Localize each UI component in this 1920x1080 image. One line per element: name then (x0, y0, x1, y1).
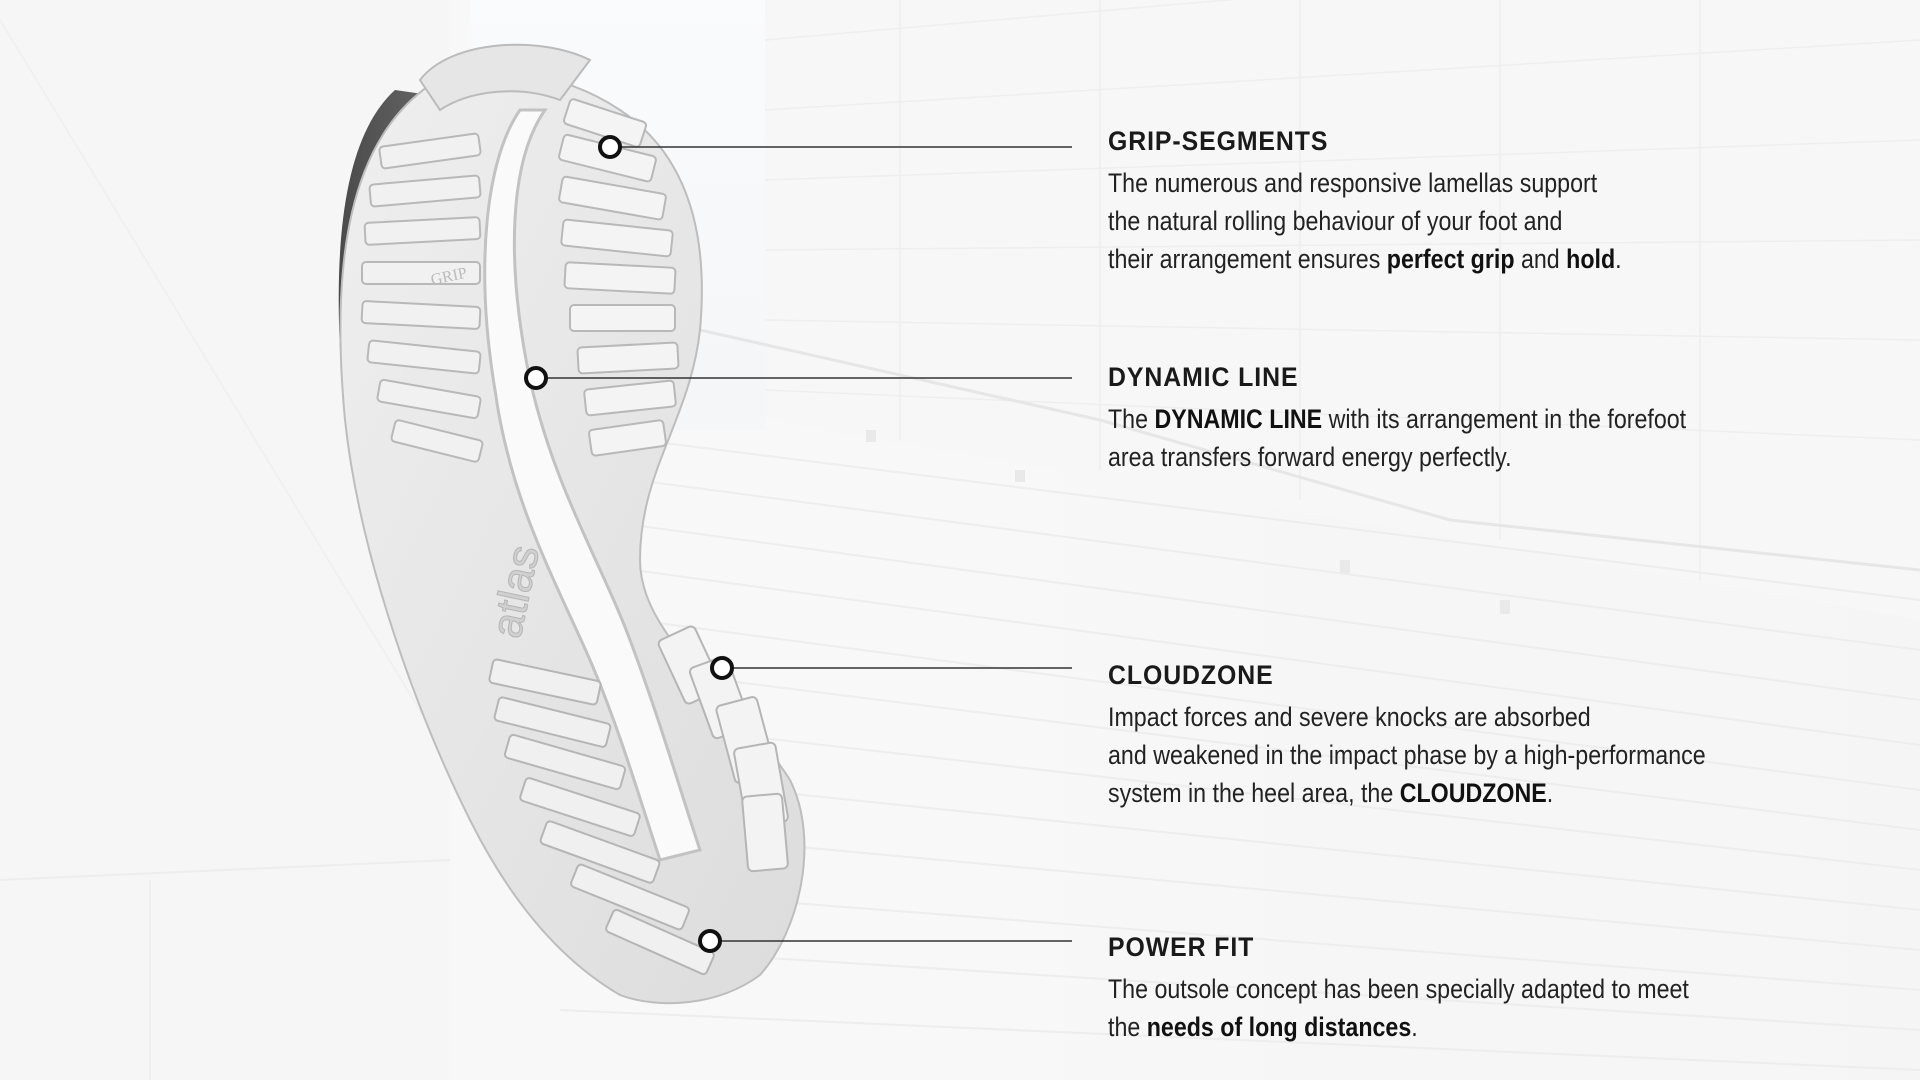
cloudzone-heel-lamellas (657, 625, 789, 873)
callout-body: The numerous and responsive lamellas sup… (1108, 164, 1868, 278)
callout-title: CLOUDZONE (1108, 660, 1274, 690)
body-text: Impact forces and severe knocks are abso… (1108, 702, 1591, 732)
body-text: with its arrangement in the forefoot (1322, 404, 1687, 434)
emphasis-text: CLOUDZONE (1399, 778, 1547, 808)
body-text: the natural rolling behaviour of your fo… (1108, 206, 1563, 236)
callout-title: DYNAMIC LINE (1108, 362, 1299, 392)
emphasis-text: hold (1566, 244, 1616, 274)
body-text: their arrangement ensures (1108, 244, 1387, 274)
callout-body-line: their arrangement ensures perfect grip a… (1108, 240, 1762, 278)
callout-body: The DYNAMIC LINE with its arrangement in… (1108, 400, 1868, 476)
callout-body-line: The numerous and responsive lamellas sup… (1108, 164, 1762, 202)
callout-body: Impact forces and severe knocks are abso… (1108, 698, 1868, 812)
callout-body-line: Impact forces and severe knocks are abso… (1108, 698, 1762, 736)
callout-body-line: system in the heel area, the CLOUDZONE. (1108, 774, 1762, 812)
callout-power-fit: POWER FIT The outsole concept has been s… (1108, 930, 1868, 1046)
body-text: The numerous and responsive lamellas sup… (1108, 168, 1598, 198)
body-text: the (1108, 1012, 1147, 1042)
emphasis-text: perfect grip (1386, 244, 1515, 274)
callout-body-line: The outsole concept has been specially a… (1108, 970, 1762, 1008)
body-text: and weakened in the impact phase by a hi… (1108, 740, 1706, 770)
callout-body-line: the needs of long distances. (1108, 1008, 1762, 1046)
callout-body-line: and weakened in the impact phase by a hi… (1108, 736, 1762, 774)
grip-lamellas-inner (360, 132, 484, 463)
callout-dynamic-line: DYNAMIC LINE The DYNAMIC LINE with its a… (1108, 360, 1868, 476)
callout-grip-segments: GRIP-SEGMENTS The numerous and responsiv… (1108, 124, 1868, 278)
callout-title: GRIP-SEGMENTS (1108, 126, 1329, 156)
callout-body-line: The DYNAMIC LINE with its arrangement in… (1108, 400, 1762, 438)
emphasis-text: needs of long distances (1146, 1012, 1412, 1042)
callout-cloudzone: CLOUDZONE Impact forces and severe knock… (1108, 658, 1868, 812)
body-text: . (1615, 244, 1622, 274)
body-text: area transfers forward energy perfectly. (1108, 442, 1512, 472)
body-text: The outsole concept has been specially a… (1108, 974, 1689, 1004)
body-text: system in the heel area, the (1108, 778, 1400, 808)
power-fit-heel-lamellas (488, 658, 715, 976)
body-text: The (1108, 404, 1155, 434)
body-text: . (1546, 778, 1554, 808)
body-text: . (1411, 1012, 1418, 1042)
callout-body-line: the natural rolling behaviour of your fo… (1108, 202, 1762, 240)
callout-body: The outsole concept has been specially a… (1108, 970, 1868, 1046)
body-text: and (1514, 244, 1567, 274)
emphasis-text: DYNAMIC LINE (1154, 404, 1323, 434)
callout-body-line: area transfers forward energy perfectly. (1108, 438, 1762, 476)
callout-title: POWER FIT (1108, 932, 1255, 962)
